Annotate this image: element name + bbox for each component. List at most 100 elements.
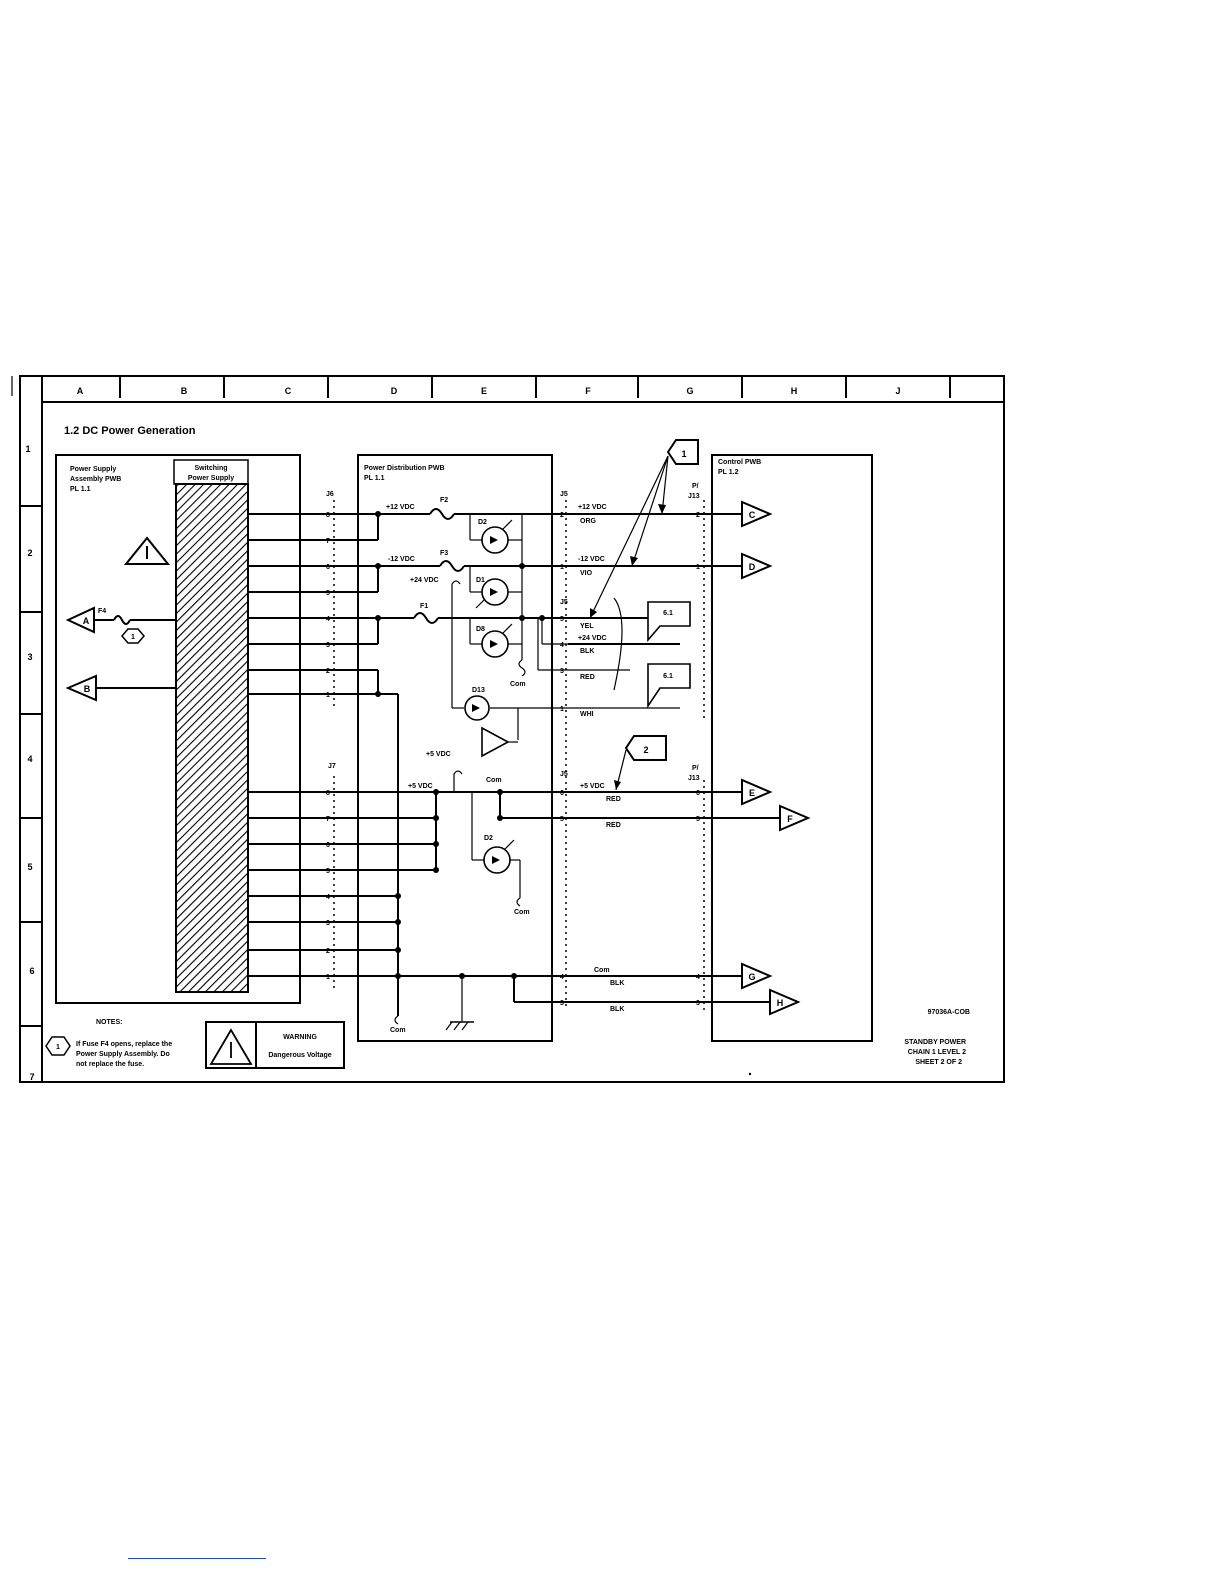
wire-label: WHI bbox=[580, 711, 594, 718]
column-label: G bbox=[686, 386, 693, 396]
connector-a: A bbox=[65, 606, 95, 634]
j5-pin: 5 bbox=[560, 616, 564, 623]
column-label: B bbox=[181, 386, 188, 396]
j5-pin: 2 bbox=[560, 512, 564, 519]
j7-pin: 3 bbox=[326, 920, 330, 927]
diagram-title: 1.2 DC Power Generation bbox=[64, 425, 196, 437]
switching-label: Switching bbox=[194, 465, 227, 472]
column-dividers bbox=[119, 376, 951, 398]
j5-pin: 4 bbox=[560, 974, 564, 981]
j7-pin: 2 bbox=[326, 948, 330, 955]
ctrl-pin: 6 bbox=[696, 790, 700, 797]
pd-internal-wiring bbox=[334, 508, 568, 1025]
psu-name: Power Supply bbox=[70, 466, 116, 473]
power-distribution-box bbox=[357, 454, 553, 1042]
column-label: H bbox=[791, 386, 798, 396]
reference-flag: 6.1 bbox=[647, 601, 691, 643]
note-text: not replace the fuse. bbox=[76, 1061, 144, 1068]
j5-label: J5 bbox=[560, 491, 568, 498]
warning-title: WARNING bbox=[283, 1034, 317, 1041]
pd-label: D13 bbox=[472, 687, 485, 694]
ctrl-name: Control PWB bbox=[718, 459, 761, 466]
j7-pin: 5 bbox=[326, 868, 330, 875]
j6-pin: 7 bbox=[326, 538, 330, 545]
pd-label: D8 bbox=[476, 626, 485, 633]
led-d1-icon bbox=[475, 578, 509, 609]
svg-text:6.1: 6.1 bbox=[663, 673, 673, 680]
ctrl-conn-label: P/ bbox=[692, 765, 699, 772]
stray-dot bbox=[748, 1072, 752, 1076]
pd-label: +5 VDC bbox=[408, 783, 433, 790]
pd-label: D1 bbox=[476, 577, 485, 584]
drawing-code: 97036A-COB bbox=[928, 1009, 970, 1016]
switching-supply-hatched bbox=[175, 483, 249, 993]
ground-icon bbox=[445, 1021, 474, 1031]
row-label: 2 bbox=[27, 548, 32, 558]
led-d2b-icon bbox=[483, 839, 515, 874]
pd-label: D2 bbox=[478, 519, 487, 526]
j5-pin: 1 bbox=[560, 706, 564, 713]
j6-wires bbox=[248, 513, 334, 695]
connector-b: B bbox=[65, 674, 97, 702]
row-label: 1 bbox=[25, 444, 30, 454]
output-wires bbox=[568, 513, 780, 1003]
svg-text:E: E bbox=[749, 788, 755, 798]
row-label: 3 bbox=[27, 652, 32, 662]
row-label: 5 bbox=[27, 862, 32, 872]
column-label: E bbox=[481, 386, 487, 396]
wire-label: ORG bbox=[580, 518, 597, 525]
notes-label: NOTES: bbox=[96, 1019, 122, 1026]
j5-pin: 4 bbox=[560, 642, 564, 649]
j6-pin: 5 bbox=[326, 590, 330, 597]
row-label: 4 bbox=[27, 754, 32, 764]
j7-pin: 4 bbox=[326, 894, 330, 901]
j5-pin: 1 bbox=[560, 564, 564, 571]
j5-label: J5 bbox=[560, 771, 568, 778]
j6-label: J6 bbox=[326, 491, 334, 498]
wire-label: RED bbox=[606, 796, 621, 803]
pd-label: +24 VDC bbox=[410, 577, 439, 584]
j6-pin: 1 bbox=[326, 692, 330, 699]
wire-label: VIO bbox=[580, 570, 593, 577]
svg-text:H: H bbox=[777, 998, 784, 1008]
ctrl-ref: PL 1.2 bbox=[718, 469, 739, 476]
psu-name2: Assembly PWB bbox=[70, 476, 121, 483]
pd-name: Power Distribution PWB bbox=[364, 465, 445, 472]
j7-label: J7 bbox=[328, 763, 336, 770]
pd-label: F2 bbox=[440, 497, 448, 504]
junction-dots bbox=[375, 511, 545, 979]
wire-label: BLK bbox=[610, 1006, 624, 1013]
footer-line: STANDBY POWER bbox=[904, 1039, 966, 1046]
svg-text:B: B bbox=[84, 684, 91, 694]
svg-text:C: C bbox=[749, 510, 756, 520]
j6-pin: 2 bbox=[326, 668, 330, 675]
wire-label: RED bbox=[606, 822, 621, 829]
j6-pin: 8 bbox=[326, 512, 330, 519]
column-label: A bbox=[77, 386, 84, 396]
svg-text:1: 1 bbox=[131, 634, 135, 641]
connector-c: C bbox=[741, 500, 773, 528]
row-dividers bbox=[20, 505, 42, 1027]
ctrl-pin: 1 bbox=[696, 564, 700, 571]
svg-text:A: A bbox=[83, 616, 90, 626]
ctrl-conn-label: J13 bbox=[688, 493, 700, 500]
wire-label: RED bbox=[580, 674, 595, 681]
row-label: 7 bbox=[29, 1072, 34, 1082]
ctrl-conn-label: P/ bbox=[692, 483, 699, 490]
pd-label: Com bbox=[514, 909, 530, 916]
page-link-underline[interactable] bbox=[128, 1558, 266, 1559]
psu-ref: PL 1.1 bbox=[70, 486, 91, 493]
connector-e: E bbox=[741, 778, 773, 806]
column-label: F bbox=[585, 386, 591, 396]
callout-2: 2 bbox=[614, 735, 667, 791]
j7-wires bbox=[248, 791, 334, 977]
svg-text:6.1: 6.1 bbox=[663, 610, 673, 617]
fuse-f4-label: F4 bbox=[98, 608, 106, 615]
j7-pin: 7 bbox=[326, 816, 330, 823]
warning-triangle-icon bbox=[123, 536, 171, 565]
pd-label: F1 bbox=[420, 603, 428, 610]
wire-label: BLK bbox=[580, 648, 594, 655]
led-d2-icon bbox=[481, 519, 513, 554]
ctrl-pin: 3 bbox=[696, 1000, 700, 1007]
